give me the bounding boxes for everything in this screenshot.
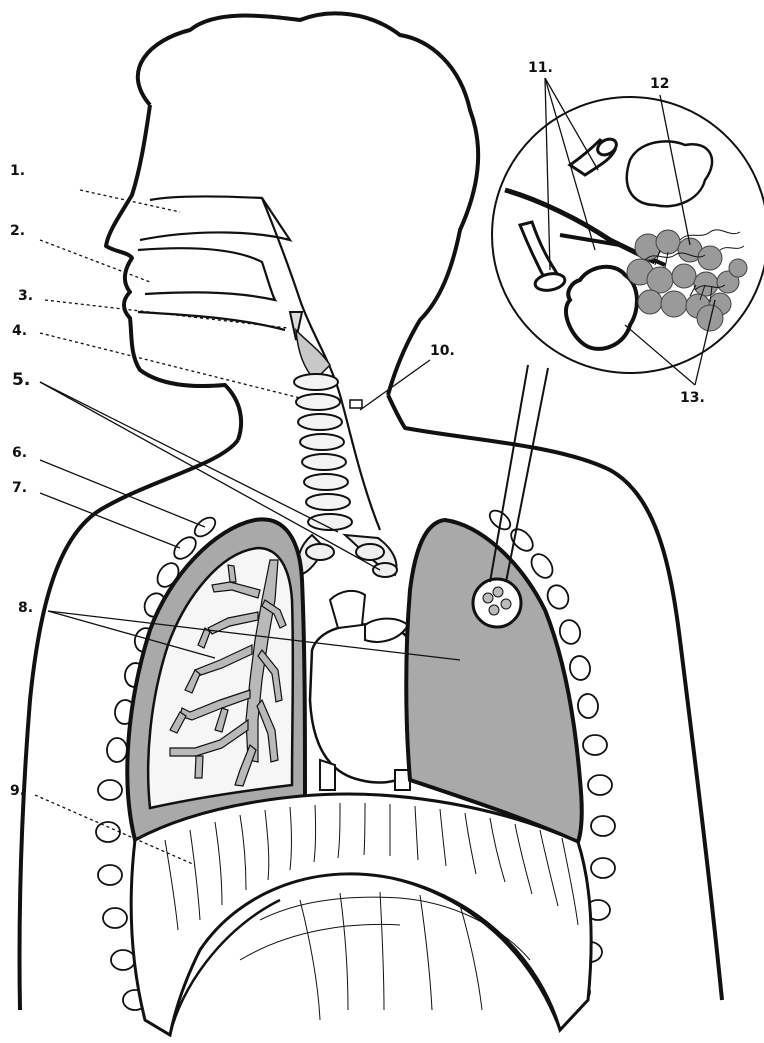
alveolar-sac-lower bbox=[566, 267, 637, 349]
alveoli-zoom-source bbox=[473, 579, 521, 627]
diaphragm bbox=[131, 794, 591, 1035]
label-12: 12 bbox=[650, 76, 669, 92]
tongue-line bbox=[138, 312, 285, 330]
label-2: 2. bbox=[10, 223, 25, 239]
label-6: 6. bbox=[12, 445, 27, 461]
label-3: 3. bbox=[18, 288, 33, 304]
leader-5a bbox=[40, 382, 338, 532]
label-9: 9. bbox=[10, 783, 25, 799]
nasal-cavity bbox=[140, 196, 290, 240]
label-8: 8. bbox=[18, 600, 33, 616]
main-bronchi bbox=[298, 535, 397, 577]
label-7: 7. bbox=[12, 480, 27, 496]
head-hair-outline bbox=[138, 13, 478, 395]
label-13: 13. bbox=[680, 390, 705, 406]
leader-6 bbox=[40, 460, 205, 527]
label-1: 1. bbox=[10, 163, 25, 179]
label-4: 4. bbox=[12, 323, 27, 339]
trachea bbox=[294, 374, 352, 530]
oral-cavity bbox=[138, 248, 275, 300]
leader-7 bbox=[40, 493, 180, 548]
label-10: 10. bbox=[430, 343, 455, 359]
esophagus-tab bbox=[350, 400, 362, 408]
label-5: 5. bbox=[12, 370, 30, 390]
leader-2 bbox=[40, 240, 150, 282]
leader-4 bbox=[40, 333, 300, 398]
label-11: 11. bbox=[528, 60, 553, 76]
right-lung bbox=[406, 520, 581, 842]
